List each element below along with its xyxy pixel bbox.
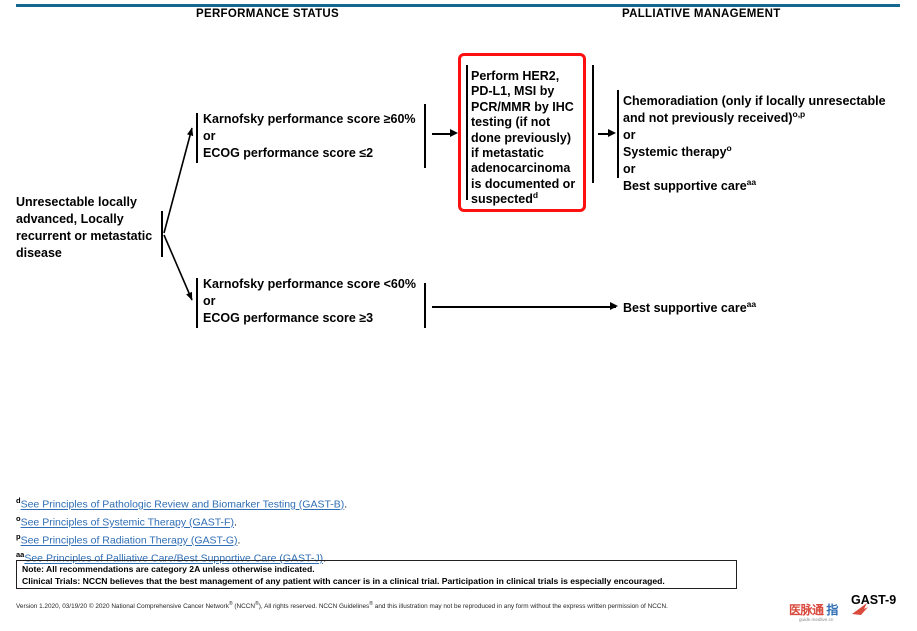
biomarker-line-2: PD-L1, MSI by (471, 84, 555, 99)
arrow-biomarker-to-palliative-line (598, 133, 612, 135)
ps-top-right-bracket (424, 104, 426, 168)
watermark-brand-cn: 医脉通 (789, 603, 824, 617)
footnote-mark-p: p (16, 532, 21, 542)
biomarker-line-3: PCR/MMR by IHC (471, 99, 574, 114)
palliative-line-2-text: and not previously received) (623, 111, 793, 125)
performance-status-bottom-node: Karnofsky performance score <60% or ECOG… (203, 276, 416, 327)
watermark-url: guide.medlive.cn (799, 617, 834, 622)
footnote-row-aa: aaSee Principles of Palliative Care/Best… (16, 548, 536, 566)
version-part-4: and this illustration may not be reprodu… (373, 603, 668, 610)
note-line-clinical-trials: Clinical Trials: NCCN believes that the … (22, 575, 665, 586)
footnote-link-gast-f[interactable]: See Principles of Systemic Therapy (GAST… (20, 516, 234, 529)
footnote-link-gast-b[interactable]: See Principles of Pathologic Review and … (20, 498, 345, 511)
entry-line-3: recurrent or metastatic (16, 229, 153, 243)
biomarker-footnote-mark-d: d (532, 190, 539, 201)
version-copyright-line: Version 1.2020, 03/19/20 © 2020 National… (16, 600, 668, 611)
palliative-line-2: and not previously received)o,p (623, 110, 886, 127)
ps-bottom-right-bracket (424, 283, 426, 328)
footnote-row-d: dSee Principles of Pathologic Review and… (16, 494, 536, 512)
biomarker-line-8: is documented or (471, 176, 576, 191)
version-part-2: (NCCN (232, 603, 256, 610)
footnote-row-o: oSee Principles of Systemic Therapy (GAS… (16, 512, 536, 530)
ps-bottom-line-2: or (203, 294, 216, 308)
palliative-line-4: Systemic therapyo (623, 144, 886, 161)
ps-bottom-line-3: ECOG performance score ≥3 (203, 311, 374, 325)
footnote-mark-d: d (16, 496, 21, 505)
footnote-link-gast-j[interactable]: See Principles of Palliative Care/Best S… (24, 552, 324, 565)
entry-bracket-line (161, 211, 163, 257)
arrow-ps-bottom-to-bsc-line (432, 306, 616, 308)
palliative-line-1: Chemoradiation (only if locally unresect… (623, 94, 886, 108)
palliative-footnote-mark-op: o,p (792, 108, 806, 119)
registered-mark-1: ® (228, 600, 233, 607)
best-supportive-care-node: Best supportive careaa (623, 300, 756, 317)
palliative-line-4-text: Systemic therapy (623, 145, 727, 159)
registered-mark-3: ® (369, 600, 374, 607)
arrow-biomarker-to-palliative-head (608, 129, 616, 137)
footnote-link-gast-g[interactable]: See Principles of Radiation Therapy (GAS… (20, 534, 238, 547)
registered-mark-2: ® (255, 600, 259, 607)
watermark-brand-guide: 指 (826, 603, 838, 617)
palliative-line-3: or (623, 128, 636, 142)
column-header-performance-status: PERFORMANCE STATUS (196, 8, 339, 20)
watermark-medlive: 医脉通 指 guide.medlive.cn (789, 601, 869, 625)
footnote-row-p: pSee Principles of Radiation Therapy (GA… (16, 530, 536, 548)
watermark-brand-text: 医脉通 指 (789, 601, 838, 618)
entry-node-disease-state: Unresectable locally advanced, Locally r… (16, 194, 166, 262)
biomarker-right-bracket (592, 65, 594, 183)
ps-bottom-line-1: Karnofsky performance score <60% (203, 277, 416, 291)
footnote-period-aa: . (323, 552, 327, 565)
palliative-line-6-text: Best supportive care (623, 179, 747, 193)
page-id-label: GAST-9 (851, 593, 897, 607)
palliative-footnote-mark-aa: aa (746, 176, 757, 187)
entry-line-1: Unresectable locally (16, 195, 137, 209)
bsc-line-1: Best supportive careaa (623, 300, 756, 317)
biomarker-box-inner-bracket (466, 65, 468, 200)
biomarker-line-9: suspectedd (471, 190, 583, 207)
footnote-mark-o: o (16, 514, 21, 524)
palliative-top-bracket (617, 90, 619, 178)
ps-top-left-bracket (196, 113, 198, 163)
ps-top-line-1: Karnofsky performance score ≥60% (203, 112, 416, 126)
ps-top-line-2: or (203, 129, 216, 143)
column-header-palliative-management: PALLIATIVE MANAGEMENT (622, 8, 781, 20)
footnote-period-o: . (233, 516, 237, 529)
palliative-management-top-node: Chemoradiation (only if locally unresect… (623, 93, 886, 195)
entry-line-2: advanced, Locally (16, 212, 124, 226)
version-part-3: ), All rights reserved. NCCN Guidelines (258, 603, 370, 610)
footnote-mark-aa: aa (16, 550, 25, 560)
palliative-line-5: or (623, 162, 636, 176)
biomarker-line-9-text: suspected (471, 192, 533, 207)
biomarker-line-4: testing (if not (471, 115, 551, 130)
watermark-swoosh-icon (852, 603, 868, 615)
footnote-period-d: . (344, 498, 348, 511)
biomarker-line-6: if metastatic (471, 146, 544, 161)
arrow-ps-top-to-biomarker-head (450, 129, 458, 137)
ps-top-line-3: ECOG performance score ≤2 (203, 146, 374, 160)
top-accent-rule (16, 4, 900, 7)
version-part-1: Version 1.2020, 03/19/20 © 2020 National… (16, 603, 229, 610)
arrow-ps-bottom-to-bsc-head (610, 302, 618, 310)
biomarker-line-5: done previously) (471, 130, 572, 145)
entry-line-4: disease (16, 246, 62, 260)
performance-status-top-node: Karnofsky performance score ≥60% or ECOG… (203, 111, 416, 162)
bsc-line-1-text: Best supportive care (623, 301, 747, 315)
note-box: Note: All recommendations are category 2… (16, 560, 737, 589)
biomarker-testing-highlight-box (458, 53, 586, 212)
palliative-footnote-mark-o: o (726, 142, 732, 153)
ps-bottom-left-bracket (196, 278, 198, 328)
footnote-period-p: . (237, 534, 241, 547)
arrow-ps-top-to-biomarker-line (432, 133, 452, 135)
note-line-category: Note: All recommendations are category 2… (22, 564, 315, 574)
biomarker-line-7: adenocarcinoma (471, 161, 571, 176)
palliative-line-6: Best supportive careaa (623, 178, 886, 195)
bsc-footnote-mark-aa: aa (746, 298, 757, 309)
biomarker-line-1: Perform HER2, (471, 69, 560, 83)
biomarker-testing-text: Perform HER2, PD-L1, MSI by PCR/MMR by I… (471, 69, 583, 208)
footnote-list: dSee Principles of Pathologic Review and… (16, 494, 536, 566)
